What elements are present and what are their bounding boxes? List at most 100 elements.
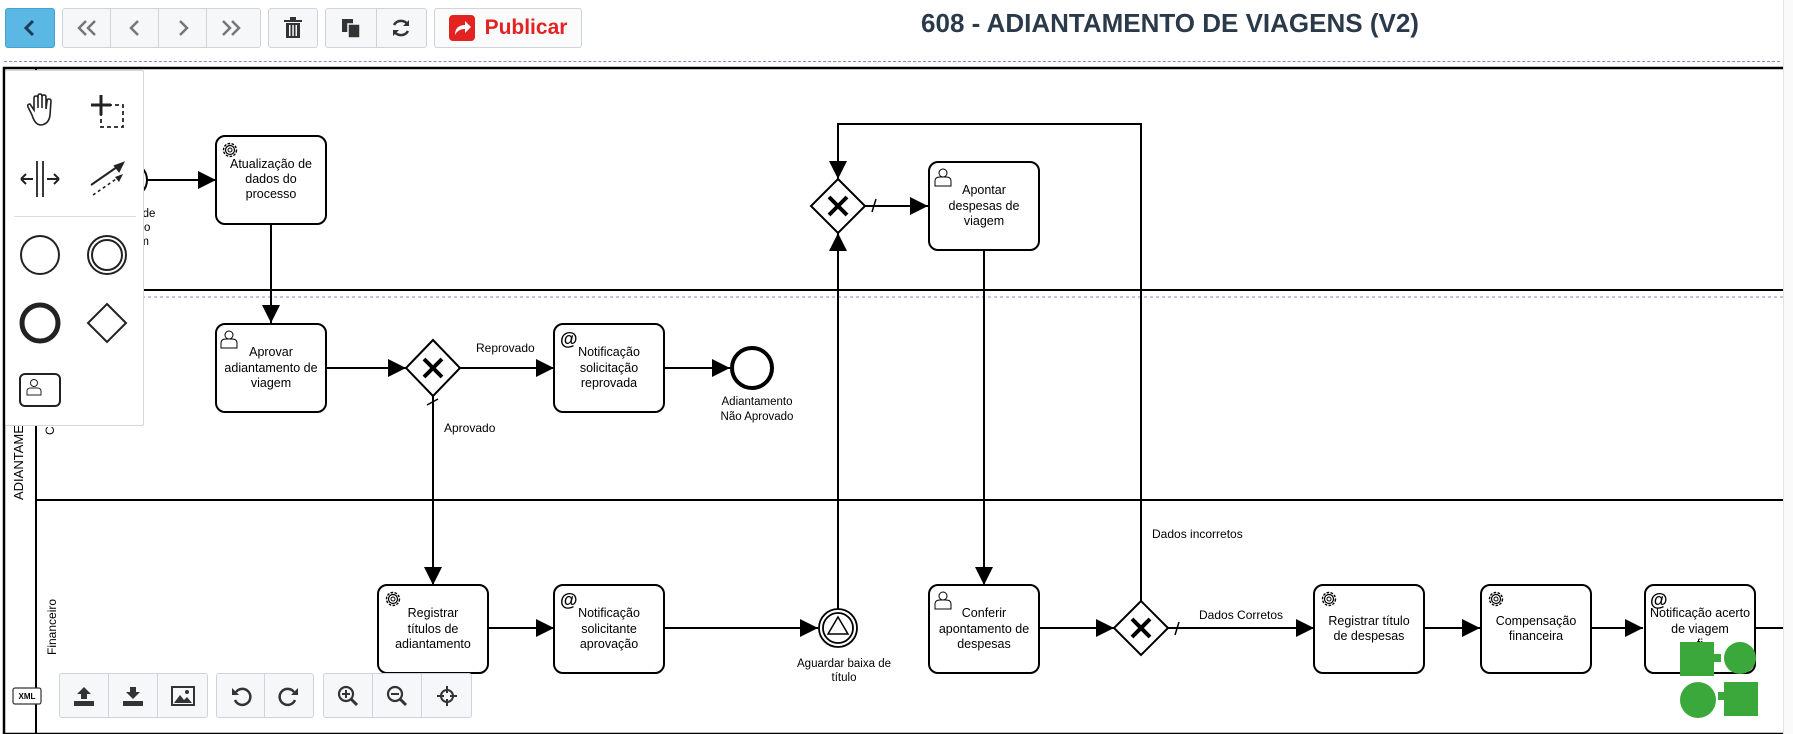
- undo-button[interactable]: [217, 674, 266, 717]
- side-panel-edge[interactable]: [1783, 0, 1793, 734]
- email-icon: @: [560, 590, 578, 610]
- space-tool[interactable]: [12, 151, 68, 207]
- double-chevron-left-icon: [76, 20, 96, 36]
- gear-icon: [1488, 591, 1504, 607]
- back-button[interactable]: [5, 8, 55, 48]
- space-tool-icon: [20, 161, 60, 197]
- export-image-button[interactable]: [158, 674, 207, 717]
- publish-label: Publicar: [484, 16, 568, 39]
- gateway-conferencia[interactable]: [1112, 599, 1170, 657]
- copy-button[interactable]: [326, 9, 377, 47]
- flow-label-dados-incorretos: Dados incorretos: [1152, 527, 1243, 541]
- upload-button[interactable]: [60, 674, 109, 717]
- diamond-icon: [86, 302, 128, 344]
- delete-toolbar: [268, 8, 318, 48]
- history-toolbar: [216, 673, 314, 718]
- refresh-icon: [393, 19, 410, 37]
- connect-arrow-icon: [90, 161, 126, 196]
- refresh-button[interactable]: [377, 9, 427, 47]
- undo-icon: [231, 687, 252, 706]
- gateway-aprovacao[interactable]: [404, 338, 462, 398]
- copy-icon: [341, 19, 361, 39]
- upload-icon: [74, 686, 94, 706]
- gateway-tool[interactable]: [79, 295, 135, 351]
- last-button[interactable]: [207, 9, 255, 47]
- lasso-tool[interactable]: [79, 83, 135, 139]
- end-event-tool[interactable]: [12, 295, 68, 351]
- chevron-left-icon: [23, 19, 35, 37]
- gear-icon: [222, 142, 238, 158]
- circle-icon: [20, 235, 60, 275]
- user-task-tool[interactable]: [12, 361, 68, 417]
- chevron-left-icon: [128, 20, 139, 36]
- file-toolbar: [59, 673, 208, 718]
- zoom-in-button[interactable]: [324, 674, 373, 717]
- tool-palette: [5, 70, 144, 426]
- connect-tool[interactable]: [79, 151, 135, 207]
- edit-toolbar: [325, 8, 427, 48]
- pool-label: ADIANTAME: [11, 425, 26, 500]
- zoom-out-button[interactable]: [373, 674, 422, 717]
- gear-icon: [385, 591, 401, 607]
- next-button[interactable]: [159, 9, 207, 47]
- email-icon: @: [560, 329, 578, 349]
- top-divider: [4, 61, 1780, 62]
- gear-icon: [1321, 591, 1337, 607]
- flow-label-dados-corretos: Dados Corretos: [1199, 608, 1283, 622]
- zoom-toolbar: [323, 673, 472, 718]
- hand-icon: [26, 93, 52, 126]
- publish-button[interactable]: Publicar: [434, 8, 582, 48]
- double-circle-icon: [87, 235, 127, 275]
- flow-label-reprovado: Reprovado: [476, 341, 535, 355]
- navigation-toolbar: [62, 8, 261, 48]
- intermediate-event-tool[interactable]: [79, 227, 135, 283]
- flow-label-aprovado: Aprovado: [444, 421, 496, 435]
- image-icon: [170, 685, 195, 706]
- double-chevron-right-icon: [222, 20, 241, 36]
- page-title: 608 - ADIANTAMENTO DE VIAGENS (V2): [921, 8, 1419, 38]
- bold-circle-icon: [19, 302, 61, 344]
- crosshair-icon: [436, 685, 457, 706]
- redo-button[interactable]: [265, 674, 313, 717]
- lane-label-2: C: [43, 426, 57, 435]
- hand-tool[interactable]: [12, 83, 68, 139]
- palette-separator: [14, 216, 136, 217]
- default-flow-markers: [426, 198, 1180, 636]
- xml-file-icon: [12, 687, 42, 705]
- delete-button[interactable]: [269, 9, 317, 47]
- center-button[interactable]: [422, 674, 471, 717]
- xml-button[interactable]: XML: [5, 680, 49, 712]
- email-icon: @: [1650, 590, 1668, 610]
- start-event-tool[interactable]: [12, 227, 68, 283]
- end-event-nao-aprovado[interactable]: [730, 346, 774, 390]
- intermediate-event-aguardar[interactable]: [818, 608, 858, 648]
- previous-button[interactable]: [111, 9, 159, 47]
- trash-icon: [284, 17, 302, 38]
- first-button[interactable]: [63, 9, 111, 47]
- user-task-icon: [19, 373, 61, 407]
- gateway-loop[interactable]: [809, 177, 867, 235]
- sequence-flows: [147, 123, 1785, 637]
- download-button[interactable]: [109, 674, 158, 717]
- share-arrow-icon: [448, 15, 475, 41]
